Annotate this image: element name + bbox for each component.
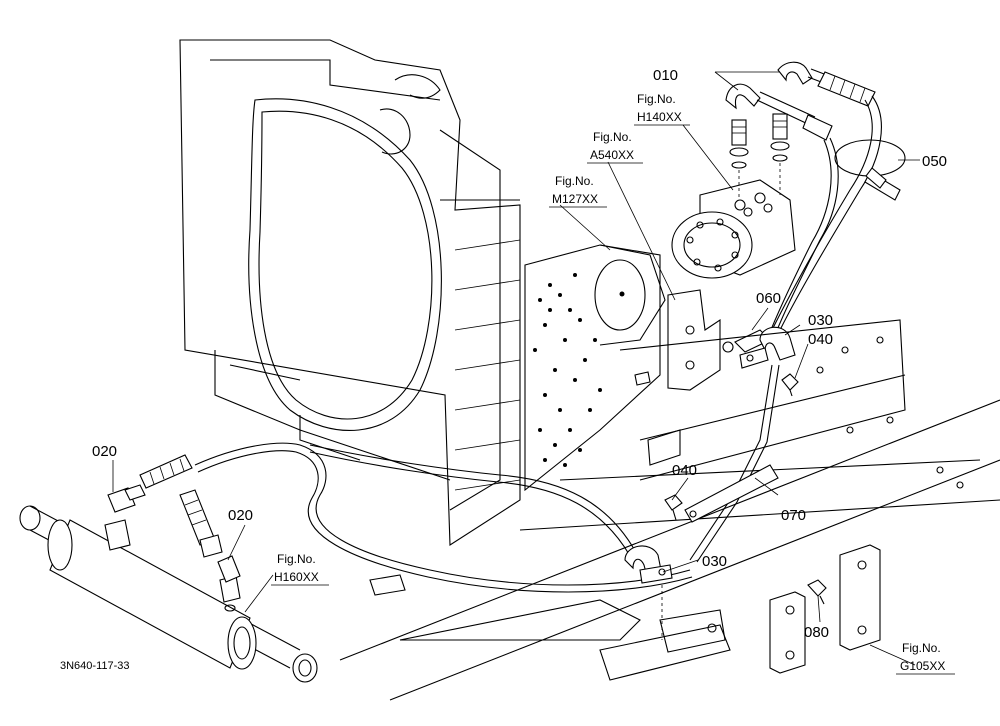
fig-ref-g105-code: G105XX (900, 659, 945, 673)
part-label-060: 060 (756, 290, 781, 307)
fig-ref-g105-prefix: Fig.No. (902, 641, 941, 655)
fig-ref-m127-code: M127XX (552, 192, 598, 206)
radiator-assembly (179, 39, 521, 546)
part-label-020-center: 020 (228, 507, 253, 524)
fig-ref-a540: Fig.No. A540XX (587, 130, 643, 164)
fig-ref-h140: Fig.No. H140XX (634, 92, 690, 126)
fig-ref-m127-prefix: Fig.No. (555, 174, 594, 188)
part-label-070: 070 (781, 507, 806, 524)
part-label-040-lower: 040 (672, 462, 697, 479)
part-label-050: 050 (922, 153, 947, 170)
adapter-fittings (729, 113, 790, 200)
drawing-code: 3N640-117-33 (60, 660, 130, 672)
oil-cooler-panel (524, 244, 666, 492)
hose-band (834, 139, 906, 201)
hose-clamp-upper (722, 326, 799, 397)
fig-ref-h160: Fig.No. H160XX (271, 552, 329, 586)
fig-ref-m127: Fig.No. M127XX (549, 174, 607, 208)
part-label-030-lower: 030 (702, 553, 727, 570)
elbow-fittings-020 (107, 454, 241, 583)
part-label-030-upper: 030 (808, 312, 833, 329)
steering-cylinder (19, 505, 318, 683)
part-label-010: 010 (653, 67, 678, 84)
steering-bracket (667, 289, 721, 391)
part-label-080: 080 (804, 624, 829, 641)
tractor-frame (339, 319, 1000, 701)
fig-ref-a540-prefix: Fig.No. (593, 130, 632, 144)
fig-ref-h140-code: H140XX (637, 110, 682, 124)
fig-ref-g105: Fig.No. G105XX (896, 641, 955, 675)
steering-unit (671, 179, 796, 279)
leader-lines (112, 71, 920, 666)
part-label-040-upper: 040 (808, 331, 833, 348)
lower-clamp-set (624, 464, 779, 640)
hydraulic-pipe-lower (194, 364, 780, 593)
fig-ref-h160-code: H160XX (274, 570, 319, 584)
fig-ref-h160-prefix: Fig.No. (277, 552, 316, 566)
fig-ref-a540-code: A540XX (590, 148, 634, 162)
hydraulic-hoses-upper (725, 61, 882, 338)
fig-ref-h140-prefix: Fig.No. (637, 92, 676, 106)
part-label-020-left: 020 (92, 443, 117, 460)
